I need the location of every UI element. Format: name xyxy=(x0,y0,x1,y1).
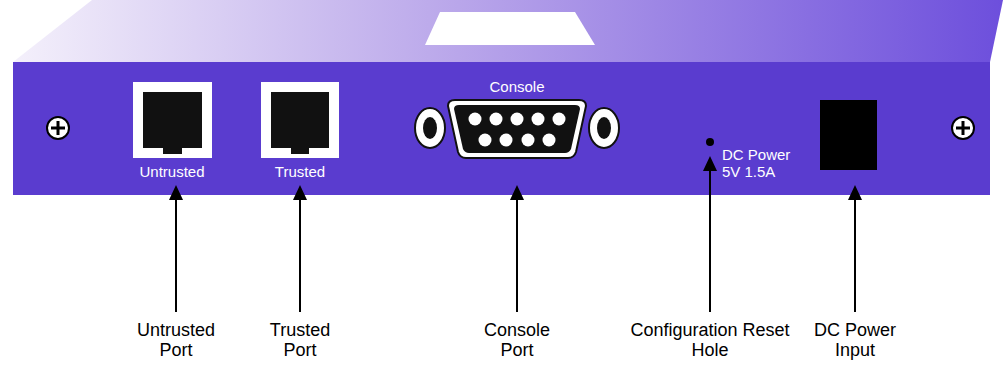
port-label: Console xyxy=(489,79,544,96)
reset-hole xyxy=(706,138,714,146)
port-label: Untrusted xyxy=(139,164,204,181)
top-face xyxy=(13,0,1003,62)
front-panel xyxy=(13,62,990,195)
console-connector xyxy=(415,100,619,158)
callout-label: Console Port xyxy=(477,320,557,360)
screw xyxy=(952,117,974,139)
untrusted-jack xyxy=(133,82,212,158)
dc-jack xyxy=(820,100,877,170)
screw xyxy=(47,117,69,139)
power-rating: DC Power 5V 1.5A xyxy=(722,147,802,181)
callout-label: Untrusted Port xyxy=(128,320,224,360)
port-label: Trusted xyxy=(275,164,325,181)
top-tab xyxy=(425,12,595,45)
callout-label: Trusted Port xyxy=(260,320,340,360)
callout-label: Configuration Reset Hole xyxy=(623,320,798,360)
trusted-jack xyxy=(261,82,339,158)
callout-arrows xyxy=(176,170,855,312)
callout-label: DC Power Input xyxy=(807,320,903,360)
